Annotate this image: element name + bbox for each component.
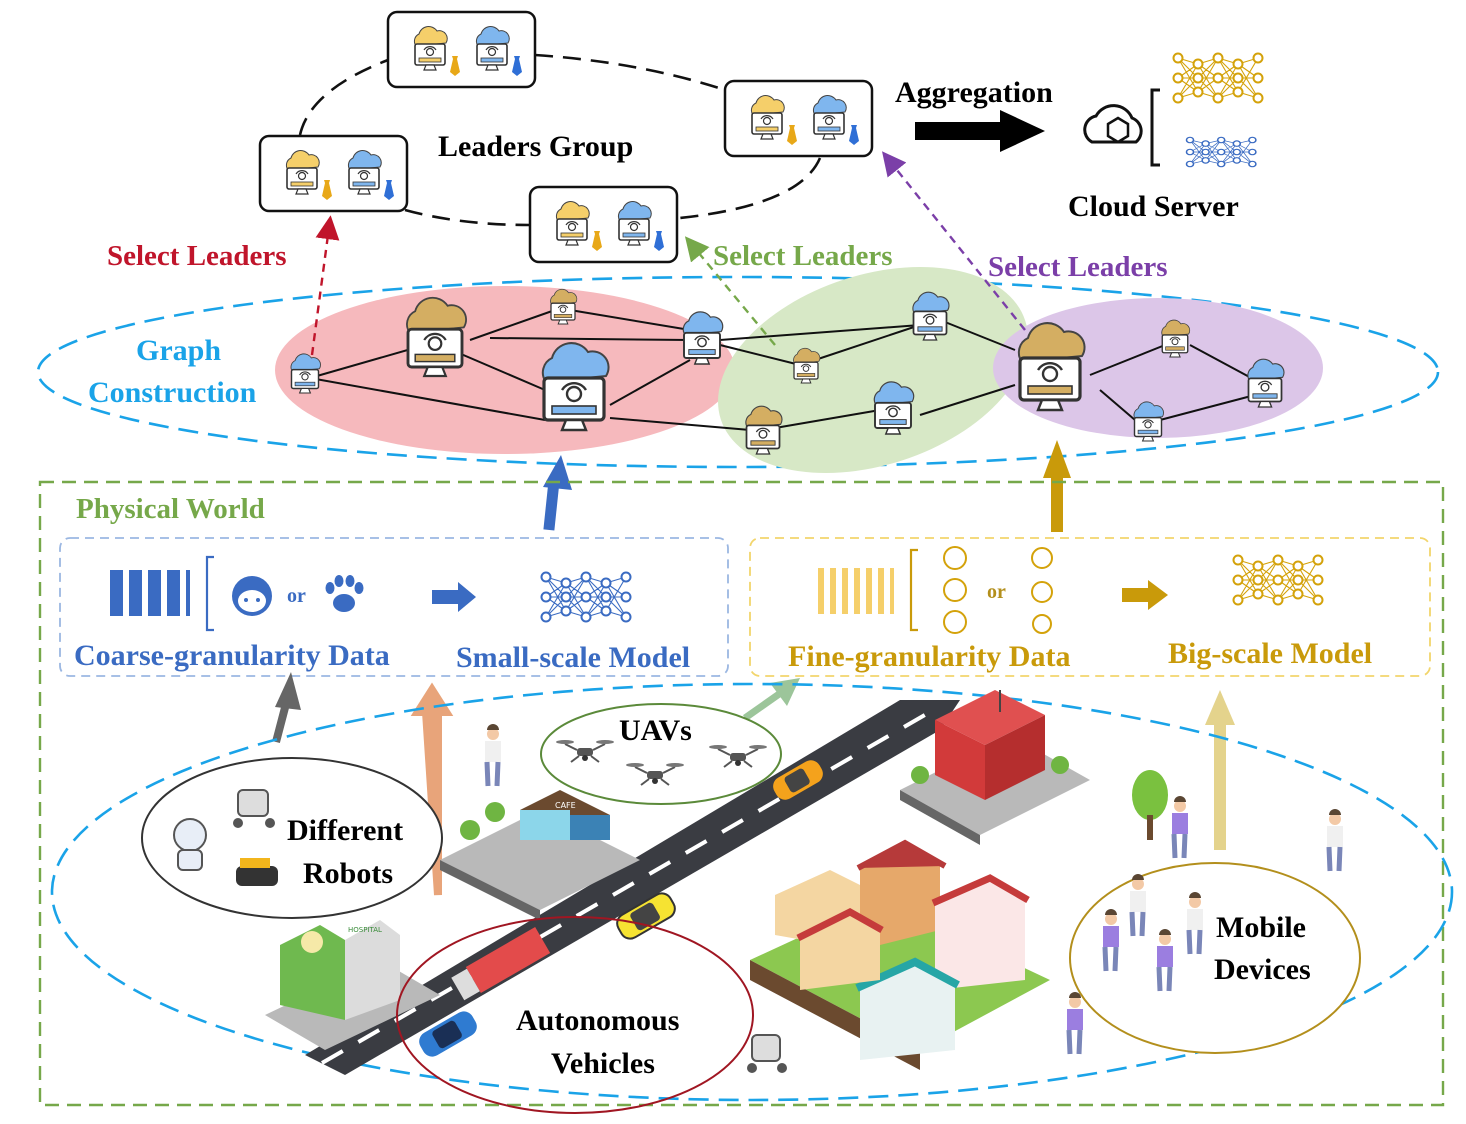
big-model-label: Big-scale Model (1168, 637, 1373, 670)
physical-world-frame (38, 480, 1445, 1107)
robots-circle (141, 757, 443, 919)
graph-label-line1: Graph (136, 334, 222, 367)
person-icon (1327, 809, 1343, 871)
leaders-group-ring (298, 53, 822, 227)
leader-box-3 (723, 79, 874, 158)
orange-up-arrow (410, 682, 454, 896)
graph-ellipse (36, 275, 1440, 469)
green-cluster (718, 267, 1028, 473)
select-leaders-purple-label: Select Leaders (988, 251, 1168, 283)
aggregation-arrow (915, 110, 1045, 152)
big-neural-network-icon (1172, 52, 1264, 104)
uavs-label: UAVs (619, 714, 692, 747)
svg-text:HOSPITAL: HOSPITAL (348, 926, 382, 934)
vehicles-circle (396, 916, 754, 1114)
big-neural-network-icon (1232, 554, 1324, 606)
coarse-data-bars-icon (110, 570, 190, 616)
node-device-icon (873, 380, 915, 435)
select-leaders-green-label: Select Leaders (713, 240, 893, 272)
vehicles-label-line2: Vehicles (551, 1047, 655, 1080)
person-icon (485, 724, 501, 786)
graph-label-line2: Construction (88, 376, 257, 409)
mobile-label-line1: Mobile (1216, 911, 1306, 944)
coarse-arrow (432, 582, 476, 612)
fine-box (749, 537, 1431, 677)
uavs-circle (540, 703, 782, 805)
node-device-icon (549, 288, 578, 325)
small-neural-network-icon (1185, 136, 1257, 168)
cloud-chip-icon (1083, 104, 1143, 144)
leaders-group-label: Leaders Group (438, 130, 634, 163)
aggregation-label: Aggregation (895, 76, 1053, 109)
person-icon (1172, 796, 1188, 858)
fine-face-icons (943, 546, 1053, 634)
select-leaders-purple-arrow (882, 151, 1026, 331)
school-block (900, 690, 1090, 845)
mobile-label-line2: Devices (1214, 953, 1311, 986)
coarse-data-label: Coarse-granularity Data (74, 639, 390, 672)
leader-box-2 (258, 134, 409, 213)
node-device-icon (1017, 321, 1087, 412)
red-cluster (275, 286, 735, 454)
server-bracket (1150, 88, 1160, 167)
scene-ellipse (50, 682, 1454, 1102)
node-device-icon (541, 341, 611, 432)
node-device-icon (792, 347, 821, 384)
robots-label-line2: Robots (303, 857, 394, 890)
select-leaders-red-label: Select Leaders (107, 240, 287, 272)
node-device-icon (290, 353, 322, 394)
leader-box-1 (386, 10, 537, 89)
cars (419, 760, 823, 1057)
blue-up-arrow (543, 455, 572, 531)
node-device-icon (1161, 319, 1191, 358)
paw-icon (325, 575, 364, 612)
fine-bracket (909, 548, 918, 632)
small-model-label: Small-scale Model (456, 641, 691, 674)
physical-world-label: Physical World (76, 493, 265, 525)
vehicles-label-line1: Autonomous (516, 1004, 680, 1037)
coarse-box (59, 537, 729, 677)
select-leaders-red-arrow (310, 215, 340, 356)
robot-icon (747, 1034, 787, 1073)
small-neural-network-icon (540, 571, 632, 623)
robots-label-line1: Different (287, 814, 404, 847)
cloud-server-label: Cloud Server (1068, 190, 1239, 223)
houses-block (750, 839, 1050, 1070)
face-icon (232, 576, 272, 616)
robot-icon (173, 789, 278, 886)
coarse-bracket (205, 555, 214, 632)
select-leaders-green-arrow (684, 236, 776, 346)
node-device-icon (744, 405, 783, 455)
tree-icons (1132, 770, 1168, 840)
node-device-icon (911, 291, 950, 341)
node-device-icon (1246, 358, 1285, 408)
or-left-label: or (287, 585, 306, 607)
leader-box-4 (528, 185, 679, 264)
or-right-label: or (987, 581, 1006, 603)
hospital-block: HOSPITAL (265, 920, 440, 1050)
fine-data-label: Fine-granularity Data (788, 640, 1071, 673)
fine-arrow (1122, 580, 1168, 610)
node-device-icon (405, 296, 468, 378)
fine-data-bars-icon (818, 568, 894, 614)
svg-text:CAFE: CAFE (555, 801, 576, 810)
person-icon (1067, 992, 1083, 1054)
gold-up-arrow (1043, 440, 1071, 532)
graph-edges (309, 309, 1256, 431)
node-device-icon (682, 310, 724, 365)
gray-up-arrow (272, 672, 301, 744)
cafe-block: CAFE (440, 790, 640, 920)
node-device-icon (1133, 401, 1165, 442)
gold-up-arrow-mobile (1205, 690, 1235, 850)
